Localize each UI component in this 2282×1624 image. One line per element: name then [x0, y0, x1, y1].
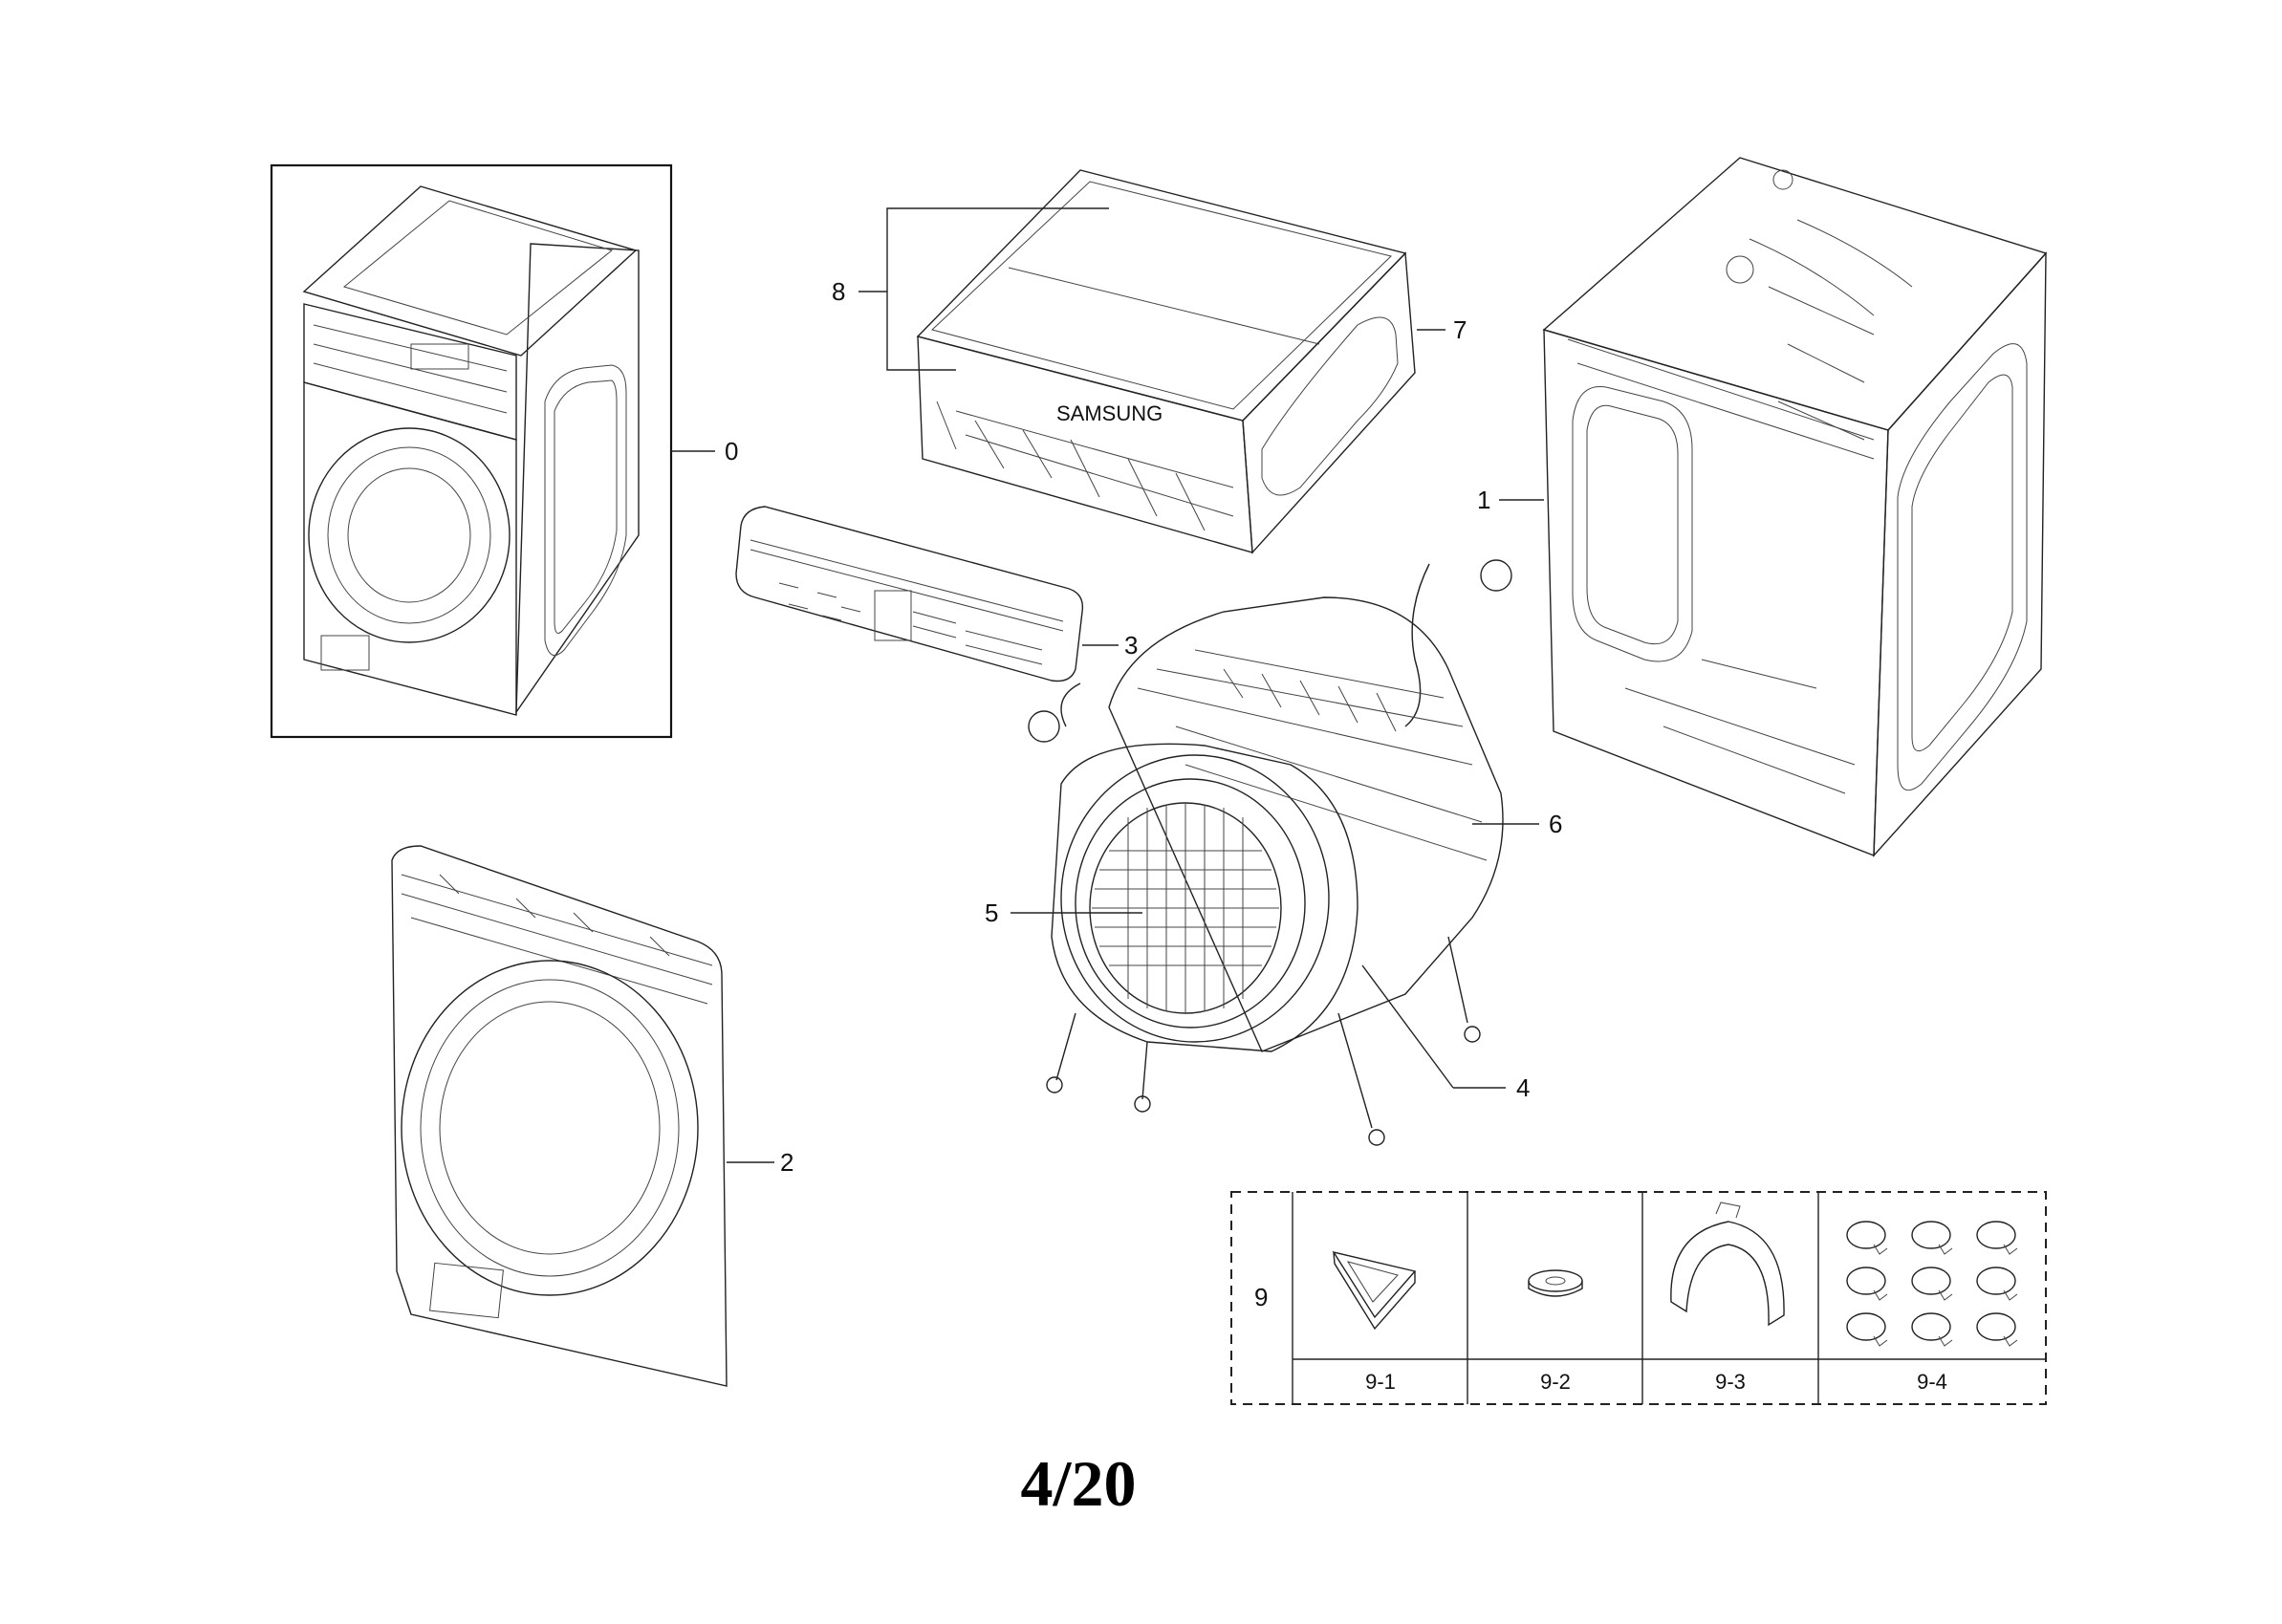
hose-clamp-icon	[1976, 1221, 2016, 1249]
hose-clamp-icon	[1976, 1312, 2016, 1341]
kit-item-label-1: 9-1	[1365, 1370, 1396, 1394]
hose-clamp-icon	[1846, 1267, 1886, 1295]
assembly-top-cover: SAMSUNG	[858, 169, 1445, 554]
front-door-opening-icon	[401, 960, 699, 1296]
assembly-control-panel	[735, 506, 1119, 682]
assembly-complete-washer	[270, 163, 715, 739]
assembly-tub-drum	[1011, 559, 1539, 1146]
drum-mesh-icon	[1089, 802, 1282, 1014]
kit-item-label-4: 9-4	[1917, 1370, 1947, 1394]
hose-clamp-icon	[1911, 1221, 1951, 1249]
callout-8: 8	[832, 277, 845, 306]
hose-clamp-icon	[1846, 1221, 1886, 1249]
hose-clamp-icon	[1976, 1267, 2016, 1295]
callout-6: 6	[1549, 810, 1562, 838]
door-window-icon	[308, 427, 511, 643]
assembly-front-panel	[391, 845, 774, 1387]
triangle-cushion-icon	[1332, 1250, 1417, 1331]
callout-0: 0	[725, 437, 738, 466]
callout-3: 3	[1124, 631, 1138, 660]
parts-kit-box	[1230, 1191, 2047, 1405]
brand-logo-text: SAMSUNG	[1056, 401, 1163, 425]
assembly-cabinet-frame	[1499, 157, 2048, 857]
arch-bracket-icon	[1670, 1202, 1785, 1327]
hose-clamp-icon	[1846, 1312, 1886, 1341]
kit-item-label-3: 9-3	[1715, 1370, 1746, 1394]
kit-item-label-2: 9-2	[1540, 1370, 1571, 1394]
hose-clamps-icon	[1846, 1221, 2018, 1347]
hose-clamp-icon	[1911, 1312, 1951, 1341]
callout-4: 4	[1516, 1073, 1530, 1102]
callout-7: 7	[1453, 315, 1467, 344]
callout-5: 5	[985, 899, 998, 927]
washer-ring-icon	[1528, 1269, 1583, 1297]
page-number: 4/20	[1021, 1447, 1137, 1520]
hose-clamp-icon	[1911, 1267, 1951, 1295]
callout-1: 1	[1477, 486, 1490, 514]
callout-9: 9	[1254, 1283, 1268, 1311]
callout-2: 2	[780, 1148, 793, 1177]
